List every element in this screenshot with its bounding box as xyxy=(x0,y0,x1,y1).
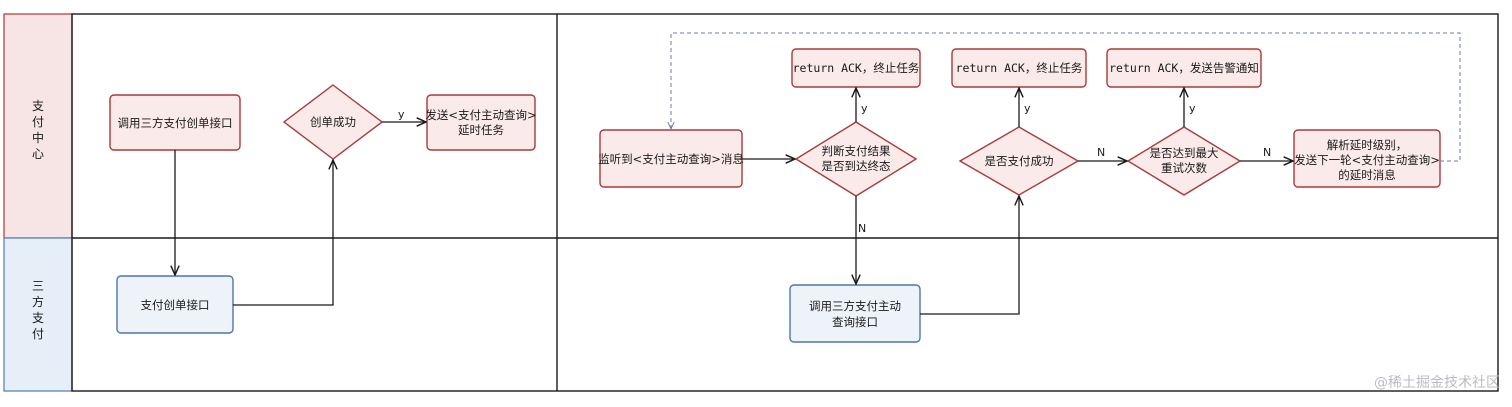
node-ack-1: return ACK，终止任务 xyxy=(791,48,921,88)
node-judge: 判断支付结果 是否到达终态 xyxy=(794,121,918,197)
edge-label-yes: y xyxy=(1189,102,1196,115)
edge-loop-back xyxy=(671,32,1461,162)
svg-text:解析延时级别，: 解析延时级别， xyxy=(1327,138,1408,152)
edge-label-no: N xyxy=(858,222,866,235)
edge-label-no: N xyxy=(1263,146,1271,159)
svg-text:的延时消息: 的延时消息 xyxy=(1338,168,1396,182)
node-pay-create: 支付创单接口 xyxy=(116,275,234,334)
lane-label-third-party: 三 方 支 付 xyxy=(32,279,44,341)
node-parse: 解析延时级别， 发送下一轮<支付主动查询> 的延时消息 xyxy=(1293,129,1441,188)
svg-text:是否到达终态: 是否到达终态 xyxy=(822,159,891,173)
lane-label-payment-center: 支 付 中 心 xyxy=(32,99,44,161)
lane-char: 支 xyxy=(32,311,44,325)
lane-char: 三 xyxy=(32,279,44,293)
lane-char: 中 xyxy=(32,130,44,145)
svg-text:重试次数: 重试次数 xyxy=(1161,161,1207,175)
lane-header-third-party xyxy=(3,237,73,392)
lane-char: 方 xyxy=(32,294,44,309)
lane-char: 支 xyxy=(32,99,44,113)
svg-text:发送<支付主动查询>: 发送<支付主动查询> xyxy=(425,108,536,122)
edge-label-yes: y xyxy=(398,108,405,121)
lane-char: 付 xyxy=(32,115,44,129)
edge-label-yes: y xyxy=(861,102,868,115)
svg-text:支付创单接口: 支付创单接口 xyxy=(141,298,210,312)
lane-char: 付 xyxy=(32,327,44,341)
node-call-create: 调用三方支付创单接口 xyxy=(109,94,241,151)
svg-text:发送下一轮<支付主动查询>: 发送下一轮<支付主动查询> xyxy=(1294,153,1440,167)
svg-text:调用三方支付创单接口: 调用三方支付创单接口 xyxy=(118,116,233,130)
svg-text:return ACK，发送告警通知: return ACK，发送告警通知 xyxy=(1109,61,1259,75)
svg-text:return ACK，终止任务: return ACK，终止任务 xyxy=(793,61,920,75)
svg-text:创单成功: 创单成功 xyxy=(310,115,356,129)
lane-char: 心 xyxy=(32,147,44,161)
node-ack-3: return ACK，发送告警通知 xyxy=(1106,48,1262,88)
lane-header-payment-center xyxy=(3,13,73,239)
edge-query-to-paid xyxy=(920,196,1019,315)
node-ack-2: return ACK，终止任务 xyxy=(951,48,1087,88)
node-call-query: 调用三方支付主动 查询接口 xyxy=(789,284,921,343)
node-listen: 监听到<支付主动查询>消息 xyxy=(598,129,744,188)
edge-label-no: N xyxy=(1097,146,1105,159)
node-max-retry: 是否达到最大 重试次数 xyxy=(1126,126,1242,196)
svg-text:是否支付成功: 是否支付成功 xyxy=(985,154,1054,168)
svg-text:监听到<支付主动查询>消息: 监听到<支付主动查询>消息 xyxy=(598,152,744,166)
edge-api-to-check xyxy=(233,160,333,306)
watermark: @稀土掘金技术社区 xyxy=(1374,375,1500,391)
svg-text:延时任务: 延时任务 xyxy=(458,123,504,137)
node-send-delay: 发送<支付主动查询> 延时任务 xyxy=(425,94,537,151)
svg-text:调用三方支付主动: 调用三方支付主动 xyxy=(809,299,901,313)
diagram-frame xyxy=(71,13,1499,392)
svg-text:return ACK，终止任务: return ACK，终止任务 xyxy=(956,61,1083,75)
svg-text:查询接口: 查询接口 xyxy=(832,315,878,329)
node-is-paid: 是否支付成功 xyxy=(958,126,1080,196)
svg-text:是否达到最大: 是否达到最大 xyxy=(1150,146,1219,160)
svg-text:判断支付结果: 判断支付结果 xyxy=(822,144,891,158)
node-create-ok: 创单成功 xyxy=(282,84,384,160)
edge-label-yes: y xyxy=(1024,102,1031,115)
